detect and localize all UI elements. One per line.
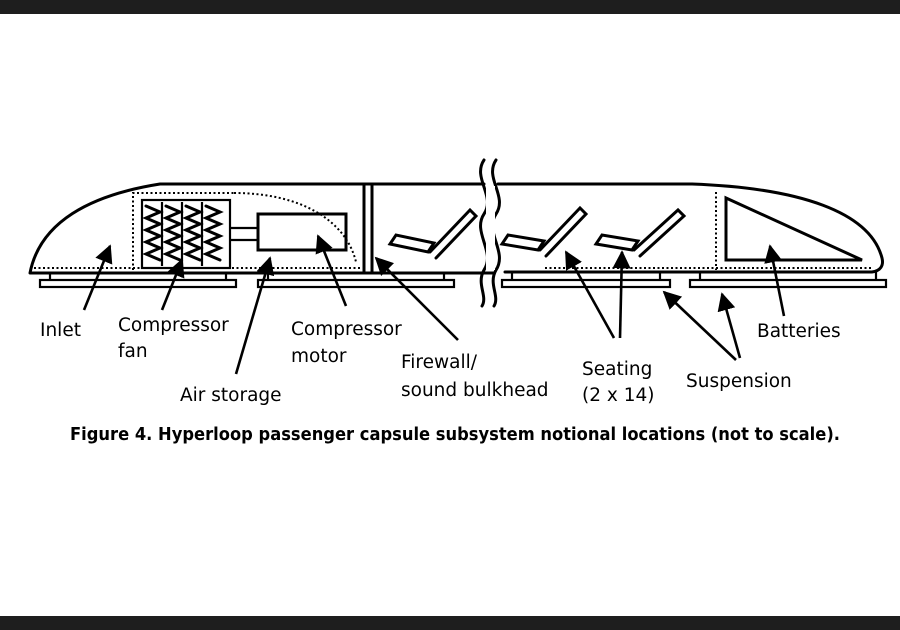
compressor-motor-arrow (315, 234, 348, 307)
capsule-body-left (28, 182, 495, 275)
label-seating-line1: Seating (582, 359, 652, 380)
seat-3 (593, 207, 687, 258)
label-batteries: Batteries (757, 321, 841, 342)
bottom-frame-bar (0, 616, 900, 630)
label-compressor-fan-line2: fan (118, 341, 148, 362)
suspension-arrow-2 (717, 292, 742, 359)
drive-shaft (230, 226, 258, 242)
label-firewall-line2: sound bulkhead (401, 380, 549, 401)
top-frame-bar (0, 0, 900, 14)
label-compressor-motor-line2: motor (291, 346, 347, 367)
figure-caption: Figure 4. Hyperloop passenger capsule su… (70, 425, 840, 445)
seat-2 (499, 205, 589, 258)
seating-arrow-1 (564, 250, 616, 339)
air-storage-arrow (234, 256, 275, 375)
label-compressor-fan-line1: Compressor (118, 315, 229, 336)
inlet-arrow (82, 244, 113, 311)
label-compressor-motor-line1: Compressor (291, 319, 402, 340)
compressor-fan-arrow (160, 258, 185, 311)
label-seating-line2: (2 x 14) (582, 385, 654, 406)
firewall (362, 182, 374, 274)
seating-arrow-2 (612, 250, 631, 339)
suspension-skid-1 (38, 273, 238, 289)
intake-compartment-outline (132, 192, 357, 270)
suspension-skid-4 (688, 272, 888, 289)
compressor-fan (140, 198, 232, 270)
break-symbol (479, 158, 501, 308)
label-air-storage: Air storage (180, 385, 282, 406)
firewall-arrow (374, 256, 459, 341)
batteries-block (724, 195, 863, 262)
batteries-arrow (764, 244, 786, 317)
seat-1 (387, 207, 479, 260)
suspension-arrow-1 (662, 290, 737, 361)
compressor-motor (256, 212, 348, 252)
label-firewall-line1: Firewall/ (401, 352, 478, 373)
label-inlet: Inlet (40, 320, 81, 341)
label-suspension: Suspension (686, 371, 792, 392)
suspension-skid-3 (500, 272, 672, 289)
suspension-skid-2 (256, 273, 456, 289)
capsule-body-right (496, 182, 884, 274)
